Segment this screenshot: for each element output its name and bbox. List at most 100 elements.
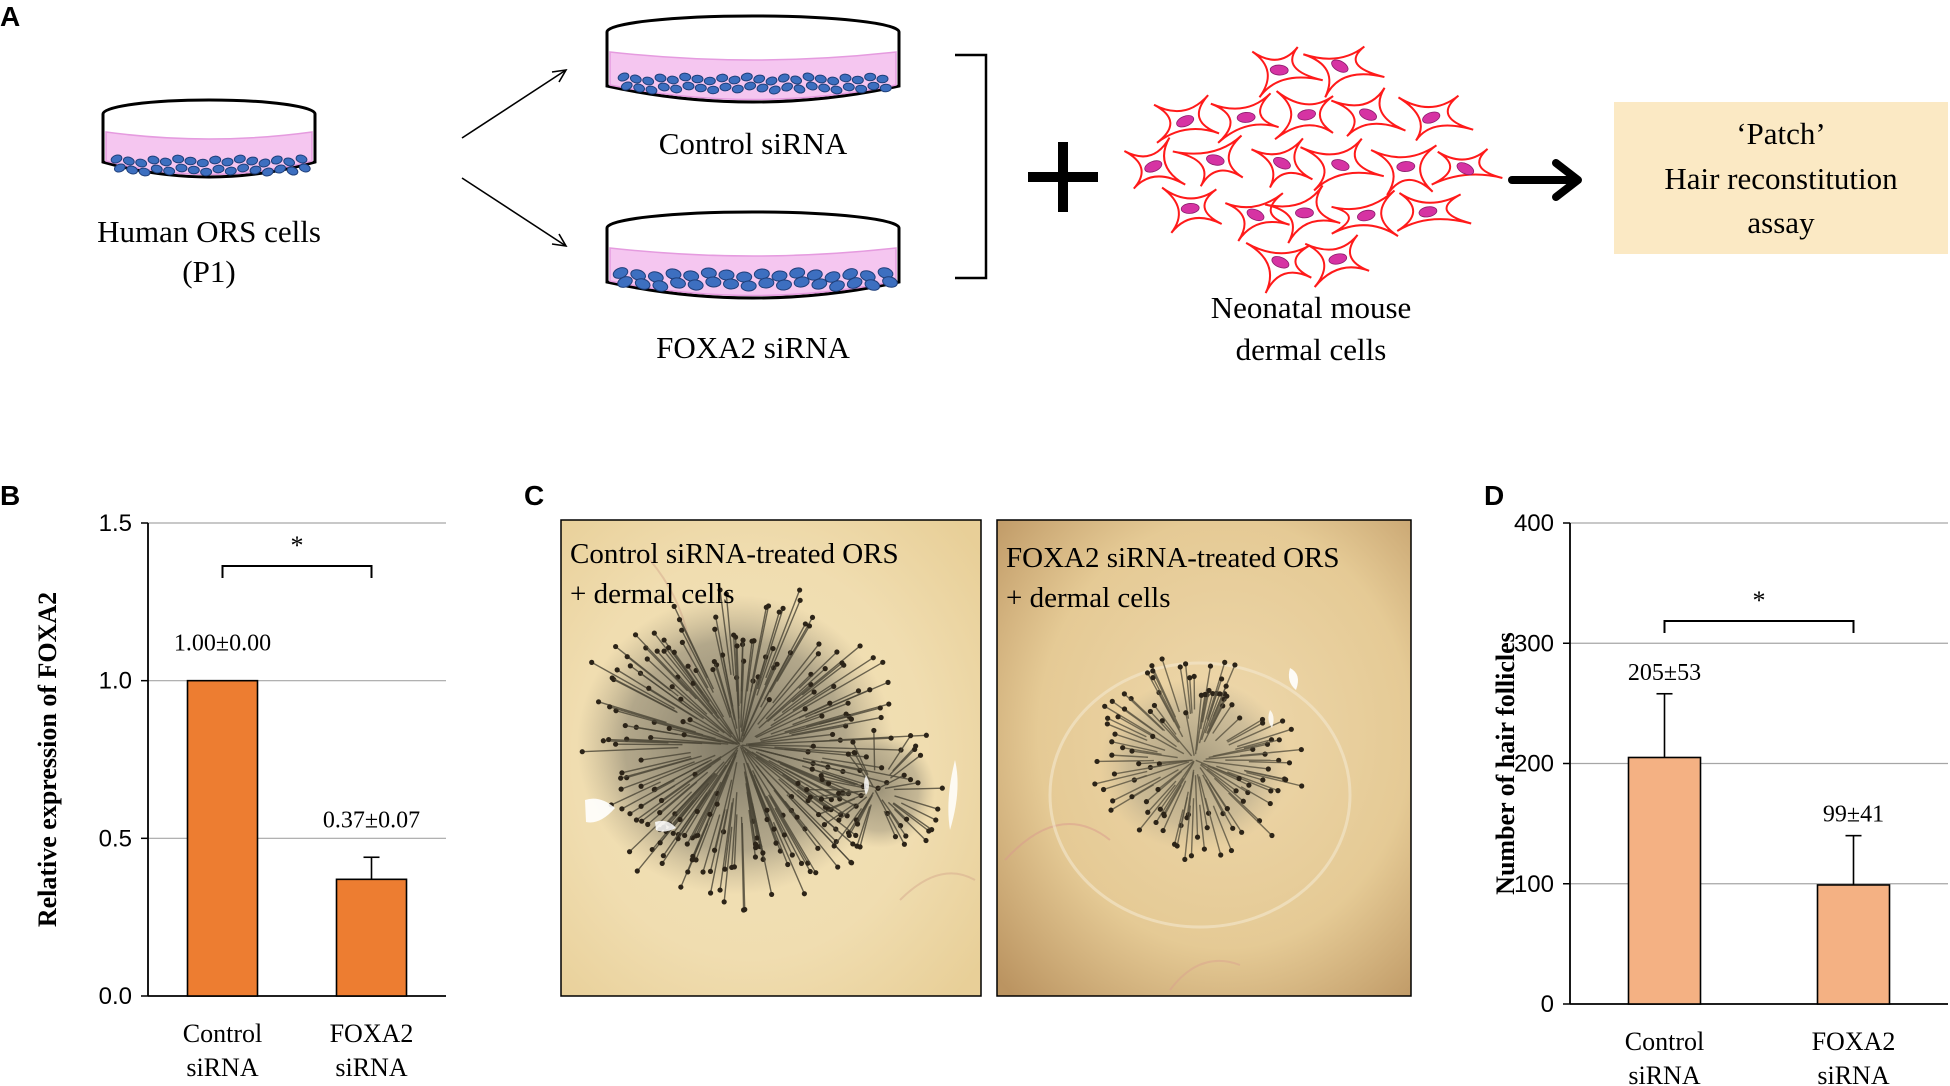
- chart-b-tick-labels: 0.00.51.01.5: [99, 510, 132, 1010]
- hair-shaft: [757, 653, 819, 725]
- hair-bulb: [1109, 698, 1115, 704]
- hair-shaft: [768, 794, 809, 864]
- hair-shaft: [677, 794, 708, 840]
- hair-shaft: [877, 774, 905, 790]
- hair-bulb: [606, 736, 612, 743]
- hair-shaft: [886, 812, 906, 845]
- ors-cells-foxa2: [612, 267, 898, 292]
- hair-shaft: [1204, 693, 1221, 734]
- hair-bulb: [711, 847, 718, 853]
- hair-bulb: [1236, 775, 1242, 782]
- ors-cell: [691, 74, 704, 84]
- ors-cell: [687, 279, 704, 291]
- hair-shaft: [745, 783, 757, 845]
- hair-bulb: [1269, 832, 1275, 839]
- hair-shaft: [1151, 665, 1177, 718]
- hair-shaft: [821, 774, 856, 786]
- hair-shaft: [1184, 663, 1192, 714]
- hair-shaft: [582, 746, 679, 753]
- hair-bulb: [789, 852, 795, 858]
- hair-bulb: [1230, 825, 1236, 831]
- dermal-cells-illustration: [1123, 45, 1503, 294]
- hair-shaft: [1162, 780, 1187, 831]
- ors-cell: [682, 81, 695, 91]
- ors-cells-source: [110, 154, 311, 177]
- hair-bulb: [809, 614, 816, 621]
- hair-bulb: [1177, 664, 1183, 670]
- hair-bulb: [1228, 847, 1235, 854]
- hair-shaft: [1107, 717, 1147, 738]
- hair-shaft: [713, 661, 740, 742]
- hair-bulb: [685, 869, 691, 875]
- hair-shaft: [1145, 770, 1183, 803]
- dermal-cell-outline: [1331, 189, 1399, 237]
- hair-bulb: [763, 604, 769, 610]
- ors-cell: [209, 155, 222, 165]
- hair-shaft: [1194, 775, 1199, 838]
- hair-bulb: [1171, 841, 1178, 847]
- hair-bulb: [923, 732, 929, 738]
- hair-shaft: [1204, 797, 1222, 856]
- hair-shaft: [853, 752, 874, 788]
- dermal-cell-outline: [1264, 184, 1341, 244]
- dermal-cell-nucleus: [1328, 253, 1348, 265]
- ors-cell: [670, 84, 683, 94]
- hair-bulb: [888, 735, 894, 741]
- hair-shaft: [873, 730, 876, 771]
- hair-bulb: [627, 811, 633, 817]
- hair-shaft: [1104, 705, 1154, 736]
- hair-shaft: [848, 798, 871, 836]
- hair-shaft: [786, 777, 832, 811]
- hair-bulb: [780, 605, 786, 611]
- hair-bulb: [785, 861, 791, 868]
- hair-shaft: [1244, 770, 1286, 781]
- hair-bulb: [618, 775, 624, 781]
- hair-shaft: [827, 793, 866, 810]
- hair-bulb: [810, 743, 816, 749]
- category-label: siRNA: [1817, 1061, 1889, 1086]
- hair-shaft: [779, 763, 843, 794]
- dermal-cell-outline: [1304, 234, 1370, 288]
- hair-shaft: [789, 718, 852, 735]
- hair-bulb: [1150, 668, 1156, 674]
- ors-cell: [765, 76, 778, 86]
- ors-cell: [818, 83, 831, 93]
- hair-shaft: [1212, 743, 1268, 757]
- dermal-cell-outline: [1172, 134, 1244, 187]
- hair-shaft: [1124, 708, 1177, 748]
- hair-shaft: [1228, 720, 1283, 746]
- hair-shaft: [1212, 805, 1233, 851]
- hair-shaft: [756, 648, 774, 696]
- hair-shaft: [1195, 694, 1206, 751]
- hair-bulb: [654, 648, 660, 654]
- hair-bulb: [682, 832, 688, 839]
- hair-shaft: [768, 759, 841, 800]
- hair-bulb: [1204, 825, 1210, 831]
- hair-bulb: [671, 649, 677, 655]
- hair-shaft: [733, 814, 738, 867]
- ors-cell: [719, 82, 732, 92]
- hair-bulb: [1182, 856, 1188, 863]
- hair-shaft: [713, 779, 733, 851]
- hair-shaft: [646, 658, 708, 715]
- hair-bulb: [753, 845, 759, 851]
- ors-cell: [249, 165, 262, 175]
- ors-cell: [652, 280, 669, 292]
- hair-bulb: [707, 811, 713, 817]
- hair-shaft: [1236, 728, 1292, 748]
- hair-bulb: [678, 884, 684, 890]
- hair-shaft: [751, 751, 832, 801]
- hair-bulb: [679, 627, 685, 633]
- ors-cell: [716, 73, 729, 83]
- hair-shaft: [755, 702, 831, 739]
- ors-cell: [629, 74, 642, 84]
- hair-bulb: [821, 822, 828, 828]
- plus-sign: [1028, 142, 1098, 212]
- hair-shaft: [1190, 798, 1195, 856]
- hair-bulb: [1268, 788, 1274, 794]
- ors-cell: [846, 277, 863, 289]
- ors-cell: [633, 83, 646, 93]
- hair-bulb: [915, 780, 921, 786]
